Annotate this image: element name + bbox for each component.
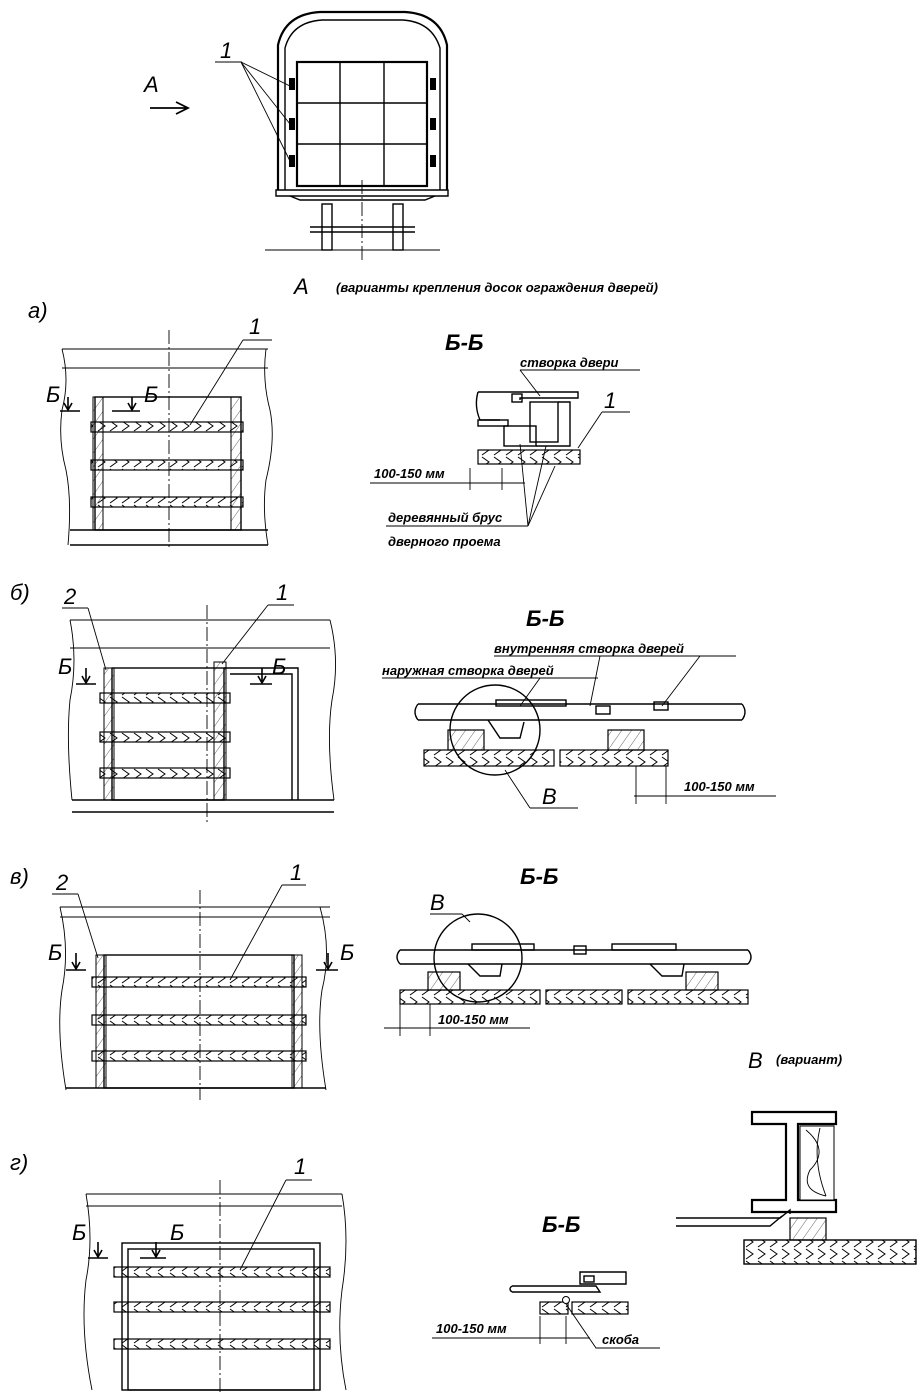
variant-v-board-1 <box>91 976 307 988</box>
view-caption-text: (варианты крепления досок ограждения две… <box>336 280 658 295</box>
variant-g-board-1 <box>113 1266 331 1278</box>
variant-a-board-3 <box>90 496 244 508</box>
variant-a-section-mark-left: Б <box>46 382 60 407</box>
detail-v-board <box>743 1239 917 1265</box>
variant-b-section-board-right <box>559 749 669 767</box>
variant-v-section-mark-left: Б <box>48 940 62 965</box>
view-arrow-letter: А <box>142 72 159 97</box>
detail-v-letter: В <box>748 1048 763 1073</box>
detail-v-wood-insert <box>799 1125 835 1201</box>
variant-v-section-board-3 <box>627 989 749 1005</box>
detail-v-block <box>789 1217 827 1241</box>
variant-b: б) 2 1 Б Б Б-Б внутренняя створка дверей <box>10 580 776 825</box>
variant-a-board-1 <box>90 421 244 433</box>
variant-a: а) 1 Б Б Б-Б створка двери <box>28 298 640 549</box>
variant-g-section-board-left <box>539 1301 569 1315</box>
variant-a-board-2 <box>90 459 244 471</box>
variant-v-section-board-2 <box>545 989 623 1005</box>
top-callout-1: 1 <box>220 38 232 63</box>
variant-g-clip <box>562 1296 570 1304</box>
variant-v-section-block-right <box>685 971 719 991</box>
detail-v-note: (вариант) <box>776 1052 842 1067</box>
variant-b-section-block-right <box>607 729 645 751</box>
variant-g-section-title: Б-Б <box>542 1212 580 1237</box>
variant-a-letter: а) <box>28 298 48 323</box>
variant-b-letter: б) <box>10 580 30 605</box>
variant-b-board-2 <box>99 731 231 743</box>
variant-g-callout-1: 1 <box>294 1154 306 1179</box>
variant-g-board-3 <box>113 1338 331 1350</box>
variant-g-section-board-right <box>571 1301 629 1315</box>
variant-b-board-1 <box>99 692 231 704</box>
variant-b-section-mark-left: Б <box>58 654 72 679</box>
variant-g-section-mark-left: Б <box>72 1220 86 1245</box>
variant-a-leaf-label: створка двери <box>520 355 619 370</box>
variant-v-gap-dimension: 100-150 мм <box>438 1012 509 1027</box>
variant-b-detail-circle <box>449 684 541 776</box>
variant-a-board-number: 1 <box>604 388 616 413</box>
variant-b-inner-leaf-label: внутренняя створка дверей <box>494 641 684 656</box>
variant-b-post-right <box>213 661 227 801</box>
variant-a-beam-label-1: деревянный брус <box>388 510 503 525</box>
variant-v-letter: в) <box>10 864 29 889</box>
variant-a-section-title: Б-Б <box>445 330 483 355</box>
variant-v-section-block-left <box>427 971 461 991</box>
variant-g-section-mark-right: Б <box>170 1220 184 1245</box>
variant-v-board-3 <box>91 1050 307 1062</box>
variant-b-board-3 <box>99 767 231 779</box>
view-arrow <box>150 101 191 115</box>
variant-v-board-2 <box>91 1014 307 1026</box>
variant-v-detail-letter: В <box>430 890 445 915</box>
variant-b-gap-dimension: 100-150 мм <box>684 779 755 794</box>
variant-g-letter: г) <box>10 1150 28 1175</box>
variant-v-callout-2: 2 <box>55 870 68 895</box>
variant-a-gap-dimension: 100-150 мм <box>374 466 445 481</box>
variant-v: в) 2 1 Б Б Б-Б <box>10 860 752 1100</box>
variant-g-board-2 <box>113 1301 331 1313</box>
variant-a-callout-1: 1 <box>249 314 261 339</box>
variant-b-section-title: Б-Б <box>526 606 564 631</box>
detail-v: В (вариант) <box>676 1048 917 1265</box>
view-caption-letter: А <box>292 274 309 299</box>
variant-g: г) 1 Б Б Б-Б скоба 100-150 мм <box>10 1150 660 1393</box>
variant-b-outer-leaf-label: наружная створка дверей <box>382 663 554 678</box>
variant-a-beam-label-2: дверного проема <box>388 534 501 549</box>
variant-v-section-mark-right: Б <box>340 940 354 965</box>
variant-a-section-mark-right: Б <box>144 382 158 407</box>
variant-v-detail-circle <box>433 913 523 1003</box>
variant-v-callout-1: 1 <box>290 860 302 885</box>
variant-b-callout-2: 2 <box>63 584 76 609</box>
variant-g-gap-dimension: 100-150 мм <box>436 1321 507 1336</box>
variant-g-clip-label: скоба <box>602 1332 639 1347</box>
variant-b-detail-letter: В <box>542 784 557 809</box>
variant-v-section-title: Б-Б <box>520 864 558 889</box>
variant-b-callout-1: 1 <box>276 580 288 605</box>
variant-a-section-board <box>477 449 581 465</box>
wagon-end-view: 1 А <box>142 10 449 262</box>
variant-b-section-mark-right: Б <box>272 654 286 679</box>
